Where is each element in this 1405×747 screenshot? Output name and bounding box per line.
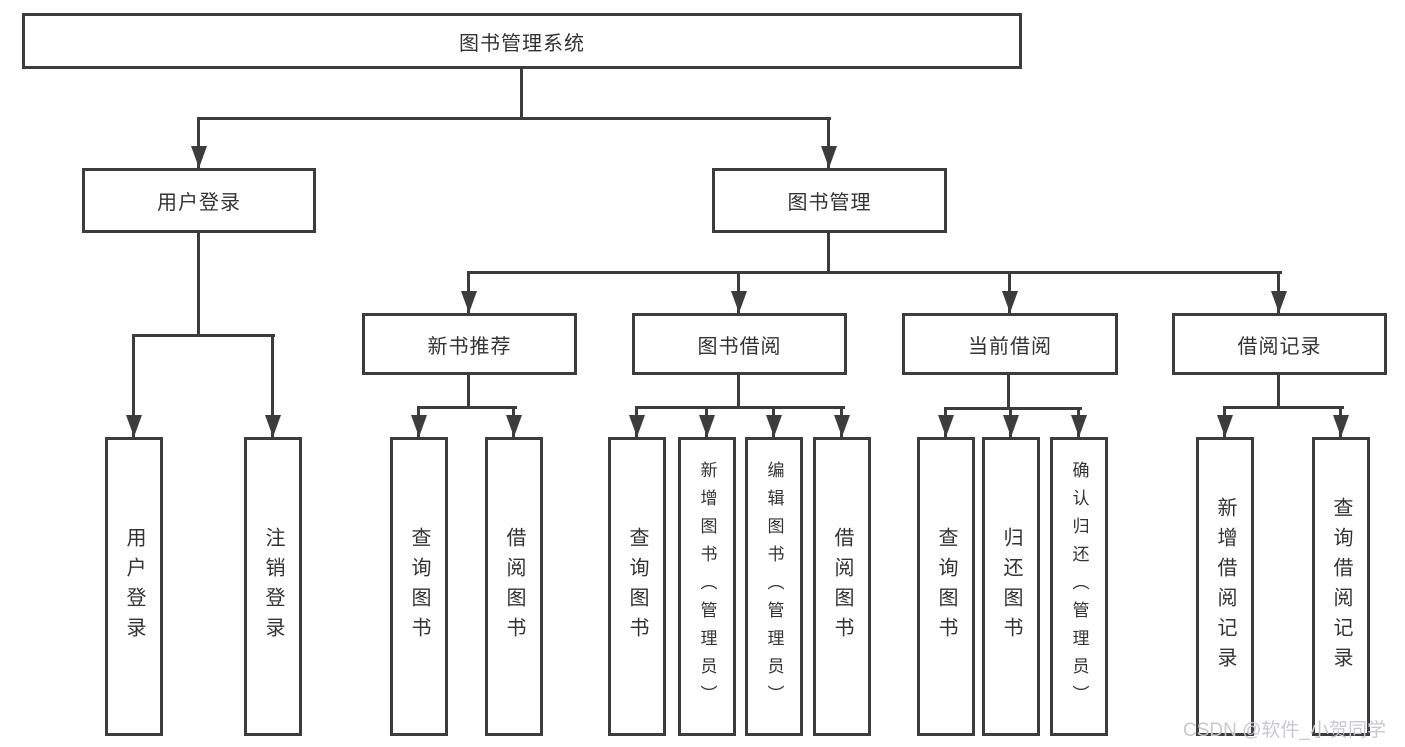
connector-line — [1223, 406, 1344, 409]
connector-line — [197, 117, 200, 168]
arrowhead — [1071, 415, 1087, 437]
leaf-borrow-books-recommend-label: 借阅图书 — [503, 526, 525, 647]
leaf-query-books-borrowing: 查询图书 — [608, 437, 666, 736]
arrowhead — [265, 415, 281, 437]
connector-line — [1007, 375, 1010, 409]
arrowhead — [1002, 291, 1018, 313]
arrowhead — [1003, 415, 1019, 437]
leaf-add-books-admin: 新增图书（管理员） — [678, 437, 736, 736]
leaf-logout-label: 注销登录 — [262, 526, 284, 647]
arrowhead — [506, 415, 522, 437]
node-borrowing-records: 借阅记录 — [1172, 313, 1387, 375]
arrowhead — [461, 291, 477, 313]
connector-line — [132, 334, 135, 437]
connector-line — [132, 334, 275, 337]
node-current-borrowing: 当前借阅 — [902, 313, 1118, 375]
connector-line — [1277, 375, 1280, 408]
leaf-query-borrow-record-label: 查询借阅记录 — [1330, 496, 1352, 677]
connector-line — [197, 117, 831, 120]
leaf-add-borrow-record-label: 新增借阅记录 — [1214, 496, 1236, 677]
arrowhead — [1333, 415, 1349, 437]
leaf-user-login: 用户登录 — [105, 437, 163, 736]
connector-line — [944, 407, 1082, 410]
connector-line — [468, 271, 1282, 274]
connector-line — [635, 406, 845, 409]
node-user-login-label: 用户登录 — [157, 192, 241, 214]
node-book-management: 图书管理 — [712, 168, 947, 233]
node-borrowing-records-label: 借阅记录 — [1237, 335, 1322, 358]
node-root-label: 图书管理系统 — [459, 32, 585, 55]
arrowhead — [1217, 415, 1233, 437]
arrowhead — [1271, 291, 1287, 313]
node-book-management-label: 图书管理 — [787, 192, 872, 214]
node-book-borrowing: 图书借阅 — [632, 313, 847, 375]
arrowhead — [821, 146, 837, 168]
leaf-edit-books-admin: 编辑图书（管理员） — [745, 437, 803, 736]
node-book-borrowing-label: 图书借阅 — [697, 335, 782, 358]
arrowhead — [834, 415, 850, 437]
node-current-borrowing-label: 当前借阅 — [968, 335, 1052, 358]
connector-line — [737, 375, 740, 408]
leaf-return-books: 归还图书 — [982, 437, 1040, 736]
connector-line — [520, 69, 523, 119]
leaf-return-books-label: 归还图书 — [1000, 526, 1022, 647]
leaf-confirm-return-admin: 确认归还（管理员） — [1050, 437, 1108, 736]
arrowhead — [731, 291, 747, 313]
leaf-query-books-current: 查询图书 — [917, 437, 975, 736]
connector-line — [827, 117, 830, 168]
leaf-edit-books-admin-label: 编辑图书（管理员） — [764, 460, 784, 713]
leaf-logout: 注销登录 — [244, 437, 302, 736]
leaf-query-borrow-record: 查询借阅记录 — [1312, 437, 1370, 736]
leaf-borrow-books-recommend: 借阅图书 — [485, 437, 543, 736]
connector-line — [197, 233, 200, 337]
leaf-confirm-return-admin-label: 确认归还（管理员） — [1069, 460, 1089, 713]
leaf-query-books-borrowing-label: 查询图书 — [626, 526, 648, 647]
node-new-book-recommend-label: 新书推荐 — [427, 335, 512, 358]
connector-line — [271, 334, 274, 437]
arrowhead — [191, 146, 207, 168]
arrowhead — [699, 415, 715, 437]
arrowhead — [126, 415, 142, 437]
connector-line — [827, 233, 830, 273]
leaf-add-borrow-record: 新增借阅记录 — [1196, 437, 1254, 736]
leaf-add-books-admin-label: 新增图书（管理员） — [697, 460, 717, 713]
arrowhead — [629, 415, 645, 437]
leaf-user-login-label: 用户登录 — [123, 526, 145, 647]
watermark: CSDN @软件_小贺同学 — [1183, 720, 1386, 741]
arrowhead — [411, 415, 427, 437]
node-user-login: 用户登录 — [82, 168, 316, 233]
connector-line — [417, 406, 517, 409]
node-new-book-recommend: 新书推荐 — [362, 313, 577, 375]
leaf-query-books-current-label: 查询图书 — [935, 526, 957, 647]
leaf-borrow-books: 借阅图书 — [813, 437, 871, 736]
leaf-query-books-recommend: 查询图书 — [390, 437, 448, 736]
leaf-borrow-books-label: 借阅图书 — [831, 526, 853, 647]
node-root: 图书管理系统 — [22, 13, 1022, 69]
arrowhead — [766, 415, 782, 437]
arrowhead — [938, 415, 954, 437]
leaf-query-books-recommend-label: 查询图书 — [408, 526, 430, 647]
connector-line — [467, 375, 470, 408]
